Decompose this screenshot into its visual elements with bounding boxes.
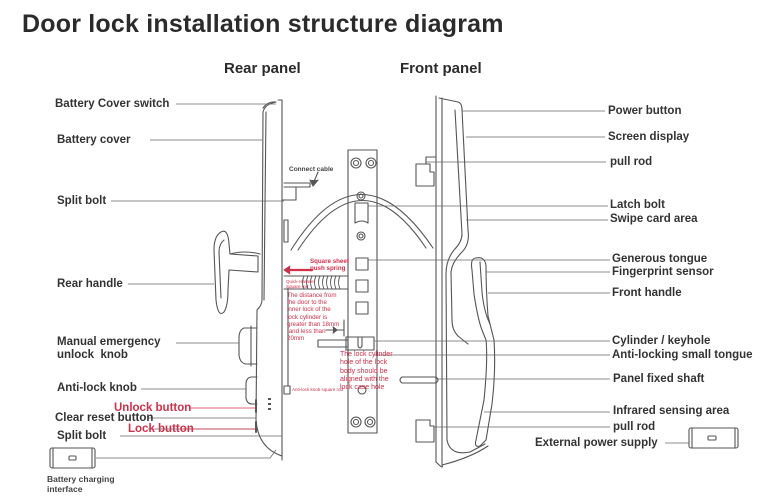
note-cylinder-alignment: The lock cylinder hole of the lock body … <box>340 351 393 392</box>
label-split-bolt-bottom: Split bolt <box>57 430 107 442</box>
label-clear-reset-button: Clear reset button <box>55 412 154 424</box>
label-panel-fixed-shaft: Panel fixed shaft <box>613 373 705 385</box>
power-box-right <box>688 427 739 449</box>
label-battery-cover-switch: Battery Cover switch <box>55 98 170 110</box>
front-panel-body <box>435 95 489 468</box>
label-battery-charging-interface: Battery charging interface <box>47 474 115 494</box>
diagram-title: Door lock installation structure diagram <box>22 10 504 38</box>
rear-panel-body <box>255 99 283 461</box>
note-quick-release-square-rod: Quick-release Square rod <box>286 279 314 289</box>
label-split-bolt-top: Split bolt <box>57 195 107 207</box>
label-pull-rod-top: pull rod <box>610 156 653 168</box>
label-screen-display: Screen display <box>608 131 690 143</box>
label-connect-cable: Connect cable <box>289 166 334 173</box>
label-front-handle: Front handle <box>612 287 682 299</box>
label-battery-cover: Battery cover <box>57 134 131 146</box>
label-rear-handle: Rear handle <box>57 278 123 290</box>
rear-handle-drawing <box>213 230 261 315</box>
label-fingerprint-sensor: Fingerprint sensor <box>612 266 714 278</box>
anti-lock-knob-drawing <box>245 376 258 405</box>
vent-dots <box>268 398 271 410</box>
battery-box-left <box>49 447 96 469</box>
rear-panel-heading: Rear panel <box>224 60 301 77</box>
label-anti-locking-small-tongue: Anti-locking small tongue <box>612 349 753 361</box>
label-power-button: Power button <box>608 105 682 117</box>
label-pull-rod-bottom: pull rod <box>613 421 656 433</box>
label-cylinder-keyhole: Cylinder / keyhole <box>612 335 711 347</box>
label-unlock-button: Unlock button <box>114 402 192 414</box>
note-square-sheet-push-spring: Square sheet push spring <box>310 258 349 273</box>
label-generous-tongue: Generous tongue <box>612 253 708 265</box>
front-panel-heading: Front panel <box>400 60 482 77</box>
note-cylinder-distance: The distance from the door to the inner … <box>287 292 340 343</box>
label-infrared-sensing-area: Infrared sensing area <box>613 405 730 417</box>
front-handle-drawing <box>470 257 496 447</box>
note-anti-lock-square-rod: Anti-lock knob square rod <box>292 387 344 392</box>
label-manual-emergency-unlock-knob: Manual emergency unlock knob <box>57 336 161 361</box>
mortise-lock-body <box>345 149 378 434</box>
emergency-knob-drawing <box>238 325 258 367</box>
label-lock-button: Lock button <box>128 423 194 435</box>
push-spring <box>283 275 349 290</box>
label-anti-lock-knob: Anti-lock knob <box>57 382 137 394</box>
label-external-power-supply: External power supply <box>535 437 658 449</box>
leader-lines <box>96 103 689 459</box>
label-swipe-card-area: Swipe card area <box>610 213 698 225</box>
label-latch-bolt: Latch bolt <box>610 199 665 211</box>
